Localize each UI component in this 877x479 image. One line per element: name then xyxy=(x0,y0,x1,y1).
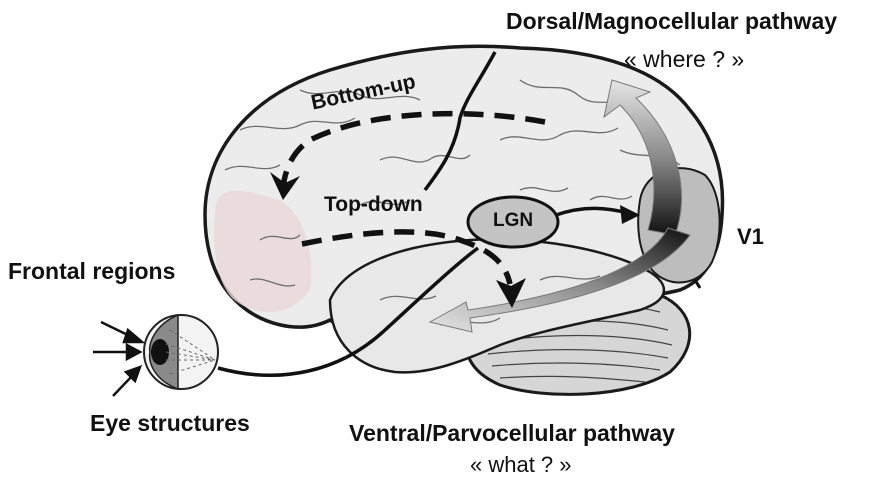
top-down-label: Top-down xyxy=(324,193,423,217)
v1-label: V1 xyxy=(737,224,764,250)
dorsal-pathway-question: « where ? » xyxy=(624,46,744,73)
eye-icon xyxy=(144,315,218,389)
lgn-label: LGN xyxy=(493,210,533,232)
ventral-pathway-question: « what ? » xyxy=(470,452,572,478)
eye-structures-label: Eye structures xyxy=(90,410,250,437)
light-input-arrows xyxy=(93,322,142,396)
frontal-regions-label: Frontal regions xyxy=(8,258,175,285)
dorsal-pathway-title: Dorsal/Magnocellular pathway xyxy=(506,8,837,35)
ventral-pathway-title: Ventral/Parvocellular pathway xyxy=(349,420,675,447)
